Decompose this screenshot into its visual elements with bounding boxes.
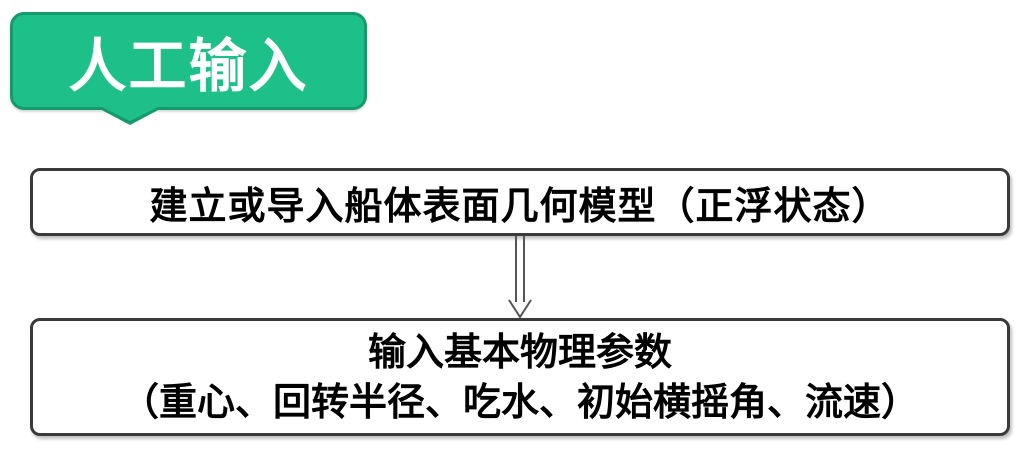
step-parameters-list: （重心、回转半径、吃水、初始横摇角、流速） xyxy=(120,380,919,424)
step-box-model: 建立或导入船体表面几何模型（正浮状态） xyxy=(30,168,1010,236)
tag-label: 人工输入 xyxy=(68,32,309,100)
step-model-text: 建立或导入船体表面几何模型（正浮状态） xyxy=(149,183,891,228)
down-arrow-icon xyxy=(508,236,532,319)
input-stage-tag xyxy=(10,12,367,110)
step-box-parameters: 输入基本物理参数 （重心、回转半径、吃水、初始横摇角、流速） xyxy=(30,318,1010,436)
tag-pointer-fill xyxy=(100,106,160,121)
step-parameters-title: 输入基本物理参数 xyxy=(367,330,672,374)
